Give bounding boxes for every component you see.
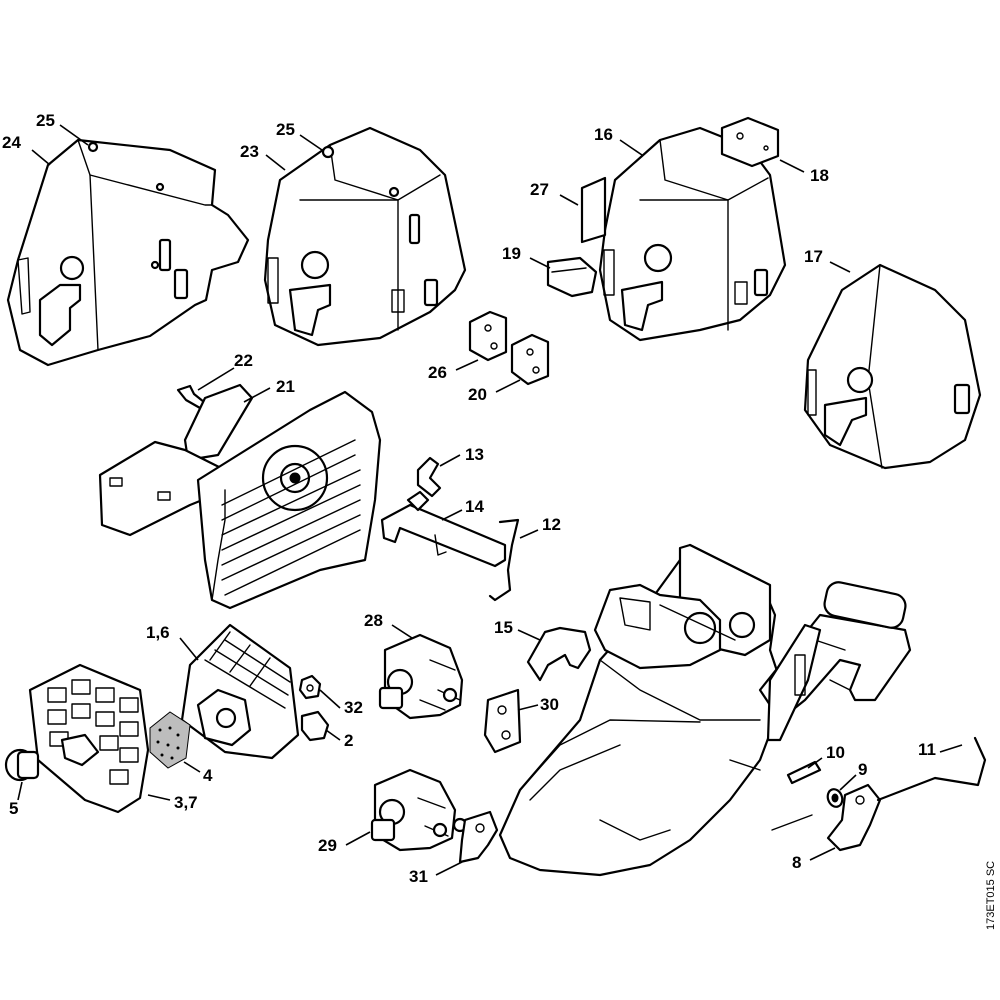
part-27-label <box>580 176 607 244</box>
callout-14: 14 <box>465 497 484 516</box>
callout-18: 18 <box>810 166 829 185</box>
part-23-shroud <box>263 126 467 347</box>
callout-labels: 24 25 23 25 16 18 27 19 17 26 20 22 21 1… <box>2 111 936 886</box>
part-26-bracket <box>468 310 508 362</box>
part-12-wire-rod <box>488 518 520 602</box>
part-10-pin <box>786 760 822 785</box>
part-20-bracket <box>510 333 550 386</box>
part-28-carburetor <box>378 633 464 720</box>
part-11-rod <box>771 736 987 831</box>
part-9-spring <box>826 788 844 808</box>
part-30-gasket <box>483 688 522 754</box>
callout-22: 22 <box>234 351 253 370</box>
callout-26: 26 <box>428 363 447 382</box>
callout-32: 32 <box>344 698 363 717</box>
part-29-carburetor <box>370 768 468 852</box>
callout-10: 10 <box>826 743 845 762</box>
callout-23: 23 <box>240 142 259 161</box>
main-housing <box>498 543 912 877</box>
callout-19: 19 <box>502 244 521 263</box>
callout-25-mid: 25 <box>276 120 295 139</box>
callout-16: 16 <box>594 125 613 144</box>
part-17-shroud <box>803 263 982 470</box>
part-13-spring-clip <box>416 456 442 498</box>
callout-28: 28 <box>364 611 383 630</box>
callout-13: 13 <box>465 445 484 464</box>
callout-17: 17 <box>804 247 823 266</box>
callout-15: 15 <box>494 618 513 637</box>
fan-housing <box>196 390 382 610</box>
callout-30: 30 <box>540 695 559 714</box>
callout-2: 2 <box>344 731 353 750</box>
callout-20: 20 <box>468 385 487 404</box>
part-21-gasket <box>98 383 254 537</box>
part-1-6-air-filter <box>180 623 300 760</box>
part-2-nut <box>300 710 330 742</box>
callout-3-7: 3,7 <box>174 793 198 812</box>
part-15-lever <box>526 626 592 682</box>
part-24-shroud <box>6 138 250 367</box>
callout-11: 11 <box>918 740 936 759</box>
part-18-plate <box>720 116 780 168</box>
leader-lines <box>17 124 963 876</box>
callout-4: 4 <box>203 766 213 785</box>
part-14-rod <box>380 490 507 568</box>
part-8-lever <box>826 783 882 852</box>
part-3-7-filter-cover <box>28 663 150 814</box>
part-32-nut <box>298 674 322 700</box>
callout-21: 21 <box>276 377 295 396</box>
part-31-bracket <box>458 810 499 864</box>
reference-code: 173ET015 SC <box>985 861 997 930</box>
part-19-cap <box>546 256 598 298</box>
callout-12: 12 <box>542 515 561 534</box>
part-16-shroud <box>598 126 787 342</box>
callout-29: 29 <box>318 836 337 855</box>
callout-24: 24 <box>2 133 21 152</box>
callout-9: 9 <box>858 760 867 779</box>
callout-1-6: 1,6 <box>146 623 170 642</box>
callout-25-left: 25 <box>36 111 55 130</box>
part-5-knob <box>4 748 40 782</box>
callout-8: 8 <box>792 853 801 872</box>
callout-5: 5 <box>9 799 18 818</box>
part-4-filter-mesh <box>149 711 191 769</box>
callout-31: 31 <box>409 867 428 886</box>
callout-27: 27 <box>530 180 549 199</box>
